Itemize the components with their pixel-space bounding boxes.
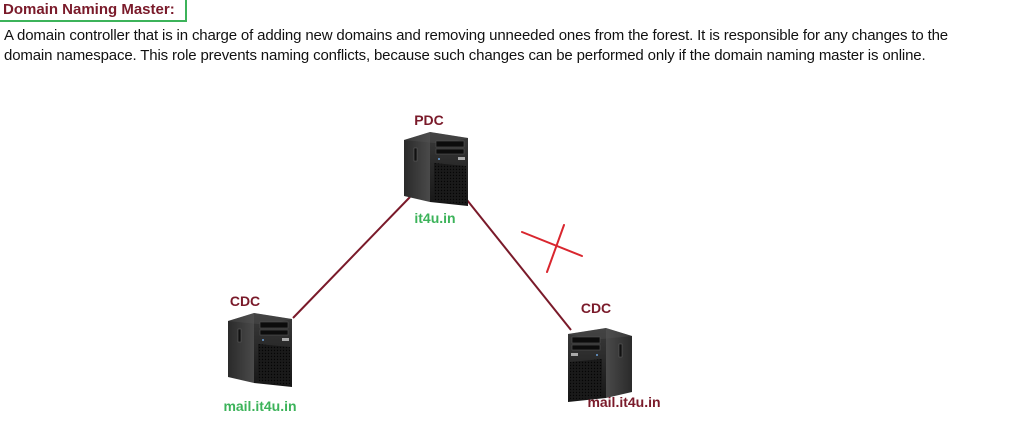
server-tower-icon (227, 312, 293, 388)
cdc-right-role-label: CDC (580, 300, 612, 316)
cross-icon (521, 224, 583, 273)
link-pdc-cdc-right (466, 199, 572, 331)
pdc-role-label: PDC (414, 112, 444, 128)
cdc-right-hostname-label: mail.it4u.in (587, 394, 661, 410)
cdc-left-hostname-label: mail.it4u.in (223, 398, 297, 414)
link-pdc-cdc-left (292, 196, 411, 319)
description-paragraph: A domain controller that is in charge of… (4, 26, 1019, 66)
description-line-1: A domain controller that is in charge of… (4, 27, 948, 44)
pdc-hostname-label: it4u.in (414, 210, 456, 226)
section-heading: Domain Naming Master: (0, 0, 187, 22)
server-tower-icon (567, 327, 633, 403)
server-tower-icon (403, 131, 469, 207)
cdc-left-role-label: CDC (229, 293, 261, 309)
description-line-2: domain namespace. This role prevents nam… (4, 47, 926, 64)
